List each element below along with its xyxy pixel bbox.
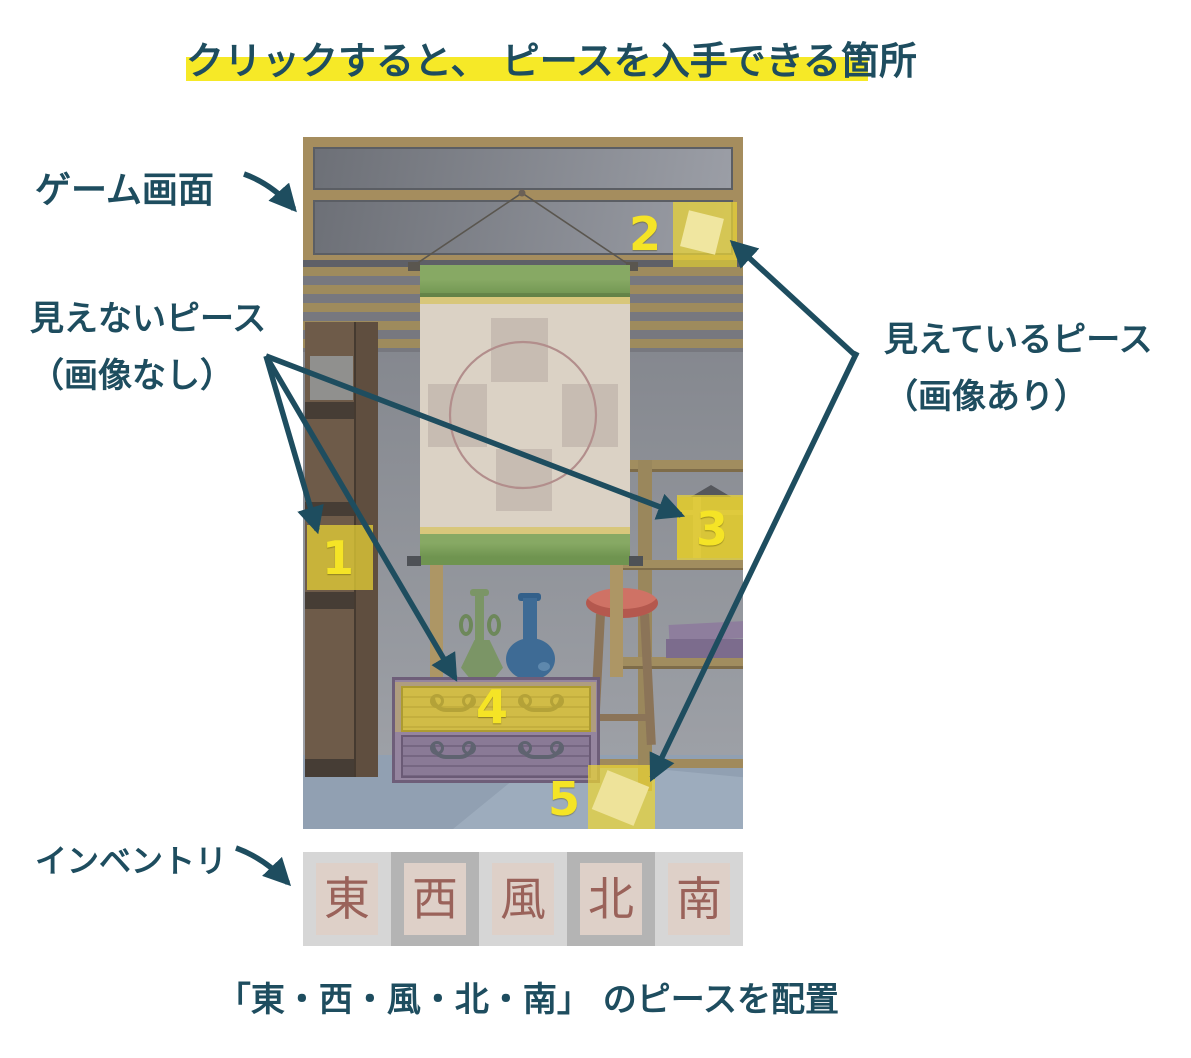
inventory-tile-east[interactable]: 東 — [316, 863, 378, 935]
stand-leg-left — [430, 565, 443, 677]
green-vase-handle-right — [487, 614, 501, 636]
drawer-handle — [518, 741, 564, 759]
title-highlight-bar — [186, 57, 868, 81]
scroll-nail — [518, 189, 526, 197]
blue-vase-body — [506, 638, 555, 680]
scroll-roller — [420, 557, 630, 565]
scroll-bracket-right — [626, 262, 638, 271]
blue-vase-highlight — [538, 662, 550, 671]
scroll-gold-band-bottom — [420, 527, 630, 534]
cabinet-band — [305, 759, 354, 777]
blue-vase-neck — [523, 598, 537, 648]
tile-kanji: 北 — [588, 872, 634, 926]
scroll-top-band — [420, 265, 630, 297]
page-title: クリックすると、 ピースを入手できる箇所 — [186, 39, 918, 83]
piece-hotspot-4[interactable] — [395, 682, 596, 732]
inventory-tile-north[interactable]: 北 — [580, 863, 642, 935]
piece-number-1: 1 — [321, 531, 355, 585]
tile-kanji: 東 — [324, 872, 370, 926]
inventory-slot: 南 — [655, 852, 743, 946]
caption: 「東・西・風・北・南」 のピースを配置 — [216, 980, 840, 1020]
piece-number-2: 2 — [628, 207, 662, 261]
scroll-strings — [415, 192, 629, 265]
invisible-pieces-label-line2: （画像なし） — [30, 356, 234, 396]
drawer-handle — [430, 741, 476, 759]
arrow-inventory — [235, 845, 292, 887]
inventory-slot: 西 — [391, 852, 479, 946]
piece-number-5: 5 — [547, 772, 581, 826]
arrow-to-piece-2 — [729, 240, 859, 360]
scroll-bottom-band — [420, 534, 630, 557]
tile-kanji: 南 — [676, 872, 722, 926]
tile-kanji: 風 — [500, 872, 546, 926]
stool-crossbar — [597, 714, 651, 721]
game-screen: 1 2 3 4 5 — [303, 137, 743, 829]
inventory-label: インベントリ — [35, 842, 228, 880]
inventory-tile-south[interactable]: 南 — [668, 863, 730, 935]
drawer-top — [401, 686, 591, 732]
green-vase-neck — [475, 592, 484, 644]
piece-number-3: 3 — [695, 502, 729, 556]
scroll-bracket-left — [408, 262, 420, 271]
inventory-slot: 東 — [303, 852, 391, 946]
visible-pieces-label: 見えているピース （画像あり） — [884, 312, 1153, 426]
tile-kanji: 西 — [412, 872, 458, 926]
inventory-slot: 風 — [479, 852, 567, 946]
drawer-handle — [430, 694, 476, 712]
visible-pieces-label-line1: 見えているピース — [884, 320, 1153, 360]
green-vase-handle-left — [459, 614, 473, 636]
inventory-slot: 北 — [567, 852, 655, 946]
inventory-tile-west[interactable]: 西 — [404, 863, 466, 935]
piece-number-4: 4 — [475, 680, 509, 734]
invisible-pieces-label: 見えないピース （画像なし） — [30, 291, 266, 405]
visible-pieces-label-line2: （画像あり） — [884, 377, 1088, 417]
blue-vase-lip — [518, 593, 541, 601]
chest-of-drawers — [392, 677, 600, 783]
wall-dark-rail — [303, 260, 743, 267]
game-screen-label: ゲーム画面 — [35, 170, 214, 211]
invisible-pieces-label-line1: 見えないピース — [30, 299, 267, 339]
scroll-circle-motif — [448, 340, 598, 490]
arrow-game-screen — [243, 171, 297, 213]
scroll-gold-band-top — [420, 297, 630, 304]
drawer-bottom — [401, 735, 591, 778]
stand-leg-right — [610, 565, 623, 677]
window-upper — [313, 147, 733, 190]
inventory-tile-wind[interactable]: 風 — [492, 863, 554, 935]
drawer-handle — [518, 694, 564, 712]
inventory-bar: 東 西 風 北 南 — [303, 852, 743, 946]
scroll-roller-cap-right — [629, 556, 643, 566]
